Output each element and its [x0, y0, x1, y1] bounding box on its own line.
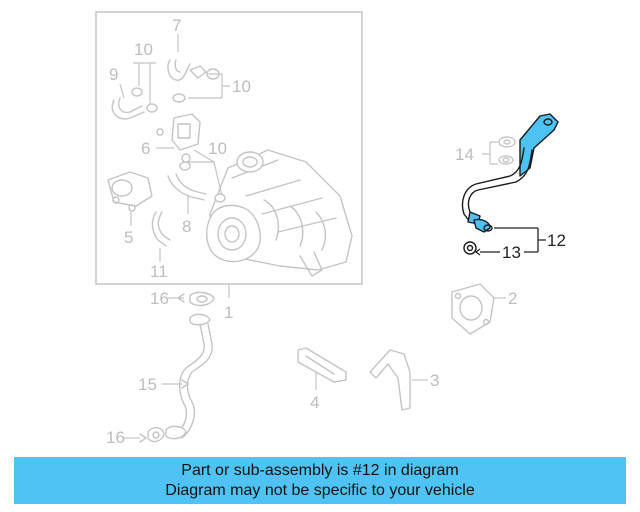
- callout-4: 4: [310, 393, 319, 412]
- part-5-valve: [107, 171, 153, 212]
- callout-10-top: 10: [134, 40, 153, 59]
- part-7-hose: [167, 34, 191, 81]
- callout-6: 6: [141, 139, 150, 158]
- callout-13: 13: [502, 243, 521, 262]
- callout-15: 15: [138, 375, 157, 394]
- info-banner: Part or sub-assembly is #12 in diagram D…: [14, 457, 626, 504]
- banner-line-1: Part or sub-assembly is #12 in diagram: [181, 461, 459, 479]
- callout-9: 9: [109, 65, 118, 84]
- part-10-clamp-mid: [179, 161, 191, 171]
- part-11-hose: [151, 211, 171, 247]
- callout-16-upper: 16: [150, 289, 169, 308]
- callout-10-right: 10: [232, 77, 251, 96]
- callout-5: 5: [124, 228, 133, 247]
- part-13-washer[interactable]: [463, 241, 477, 255]
- callout-12: 12: [547, 231, 566, 250]
- part-4-bracket: [297, 347, 347, 383]
- callout-16-lower: 16: [106, 428, 125, 447]
- callout-2: 2: [508, 289, 517, 308]
- part-3-bracket: [369, 349, 411, 411]
- part-8-hose: [167, 173, 207, 201]
- part-10-clamp-lower: [214, 193, 226, 203]
- part-12-oil-feed-line[interactable]: [461, 113, 559, 233]
- banner-line-2: Diagram may not be specific to your vehi…: [165, 481, 475, 499]
- part-10-clamp: [131, 87, 158, 113]
- callout-14: 14: [455, 145, 474, 164]
- callout-11: 11: [150, 262, 168, 281]
- part-14-washers: [498, 136, 516, 165]
- part-15-oil-line: [165, 313, 213, 440]
- part-16-gasket-lower: [147, 427, 165, 443]
- turbocharger-manifold: [206, 149, 353, 277]
- callout-10-mid: 10: [208, 139, 227, 158]
- callout-7: 7: [172, 16, 181, 35]
- callout-1: 1: [224, 303, 233, 322]
- part-2-gasket: [451, 283, 495, 335]
- part-9-hose: [111, 97, 145, 120]
- callout-8: 8: [182, 217, 191, 236]
- parts-diagram: 7 10 9 10 6 10: [95, 11, 566, 447]
- part-6-valve: [156, 113, 201, 163]
- part-16-gasket-upper: [189, 291, 215, 307]
- callout-3: 3: [430, 371, 439, 390]
